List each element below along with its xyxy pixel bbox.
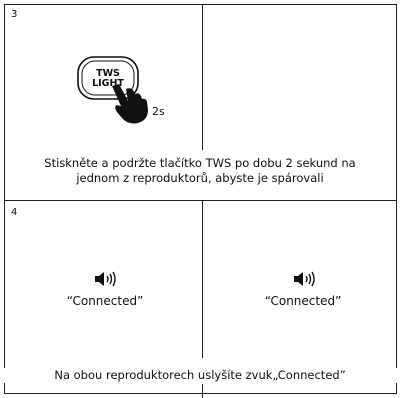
connected-label-left: “Connected” [66, 294, 144, 308]
tws-button-hand-icon [77, 56, 148, 124]
speaker-sound-icon [294, 271, 315, 287]
connected-label-right: “Connected” [264, 294, 342, 308]
tws-button-label: TWS LIGHT [80, 69, 136, 89]
step-4-divider-bottom [202, 384, 203, 398]
step-4-divider-top [202, 200, 203, 358]
step-3-divider [202, 4, 203, 150]
step-3-number: 3 [11, 9, 18, 20]
step-4-panel [4, 200, 397, 394]
step-3-caption: Stiskněte a podržte tlačítko TWS po dobu… [0, 156, 400, 186]
speaker-sound-icon [95, 271, 116, 287]
tws-button-label-line2: LIGHT [92, 78, 124, 89]
step-3-caption-line2: jednom z reproduktorů, abyste je spárova… [76, 171, 324, 185]
tws-light-button-illustration: TWS LIGHT [76, 54, 156, 126]
hold-duration: 2s [152, 105, 165, 118]
step-4-caption: Na obou reproduktorech uslyšíte zvuk„Con… [0, 368, 400, 383]
step-3-caption-line1: Stiskněte a podržte tlačítko TWS po dobu… [44, 156, 356, 170]
tws-button-label-line1: TWS [96, 68, 120, 79]
step-4-number: 4 [11, 207, 18, 218]
